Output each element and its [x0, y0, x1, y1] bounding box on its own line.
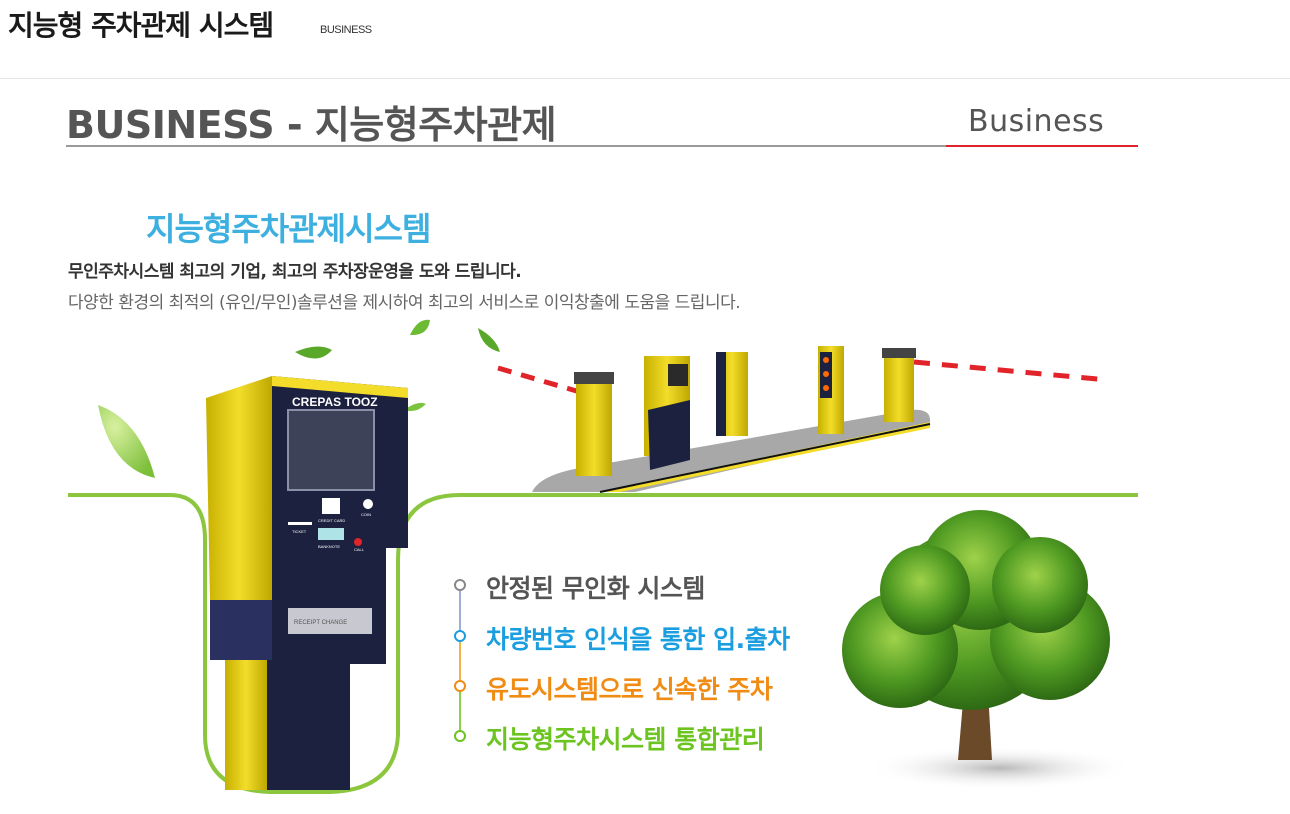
feature-item: 지능형주차시스템 통합관리 — [486, 725, 765, 754]
timeline-dot-icon — [454, 730, 466, 742]
leaf-icon — [478, 328, 500, 352]
leaf-icon — [404, 402, 426, 412]
system-title: 지능형주차관제시스템 — [146, 210, 431, 248]
page-header: 지능형 주차관제 시스템 BUSINESS — [0, 0, 1290, 79]
system-description-primary: 무인주차시스템 최고의 기업, 최고의 주차장운영을 도와 드립니다. — [68, 262, 522, 282]
page-subtitle: BUSINESS — [320, 24, 372, 36]
leaf-icon — [410, 319, 430, 336]
kiosk-receipt: RECEIPT CHANGE — [294, 620, 347, 626]
kiosk-ticket: TICKET — [292, 529, 307, 534]
banner-tag: Business — [968, 104, 1105, 139]
kiosk-coin: COIN — [361, 512, 371, 517]
kiosk-banknote: BANKNOTE — [318, 544, 340, 549]
title-divider — [66, 145, 946, 147]
feature-timeline — [454, 579, 466, 742]
kiosk-brand: CREPAS TOOZ — [292, 395, 378, 409]
page-title: 지능형 주차관제 시스템 — [8, 9, 274, 42]
feature-item: 안정된 무인화 시스템 — [486, 574, 705, 603]
timeline-dot-icon — [454, 579, 466, 591]
banner-title: BUSINESS - 지능형주차관제 — [66, 103, 557, 147]
timeline-dot-icon — [454, 680, 466, 692]
system-description-secondary: 다양한 환경의 최적의 (유인/무인)솔루션을 제시하여 최고의 서비스로 이익… — [68, 293, 741, 313]
leaf-icon — [98, 405, 155, 478]
feature-item: 유도시스템으로 신속한 주차 — [486, 675, 773, 704]
leaf-icon — [295, 346, 332, 359]
payment-kiosk: CREPAS TOOZ CREDIT CARD COIN TICKET BANK… — [206, 376, 408, 790]
tree-image — [842, 510, 1135, 790]
kiosk-credit-card: CREDIT CARD — [318, 518, 345, 523]
kiosk-call: CALL — [354, 547, 365, 552]
parking-gate-island — [497, 346, 1109, 493]
title-divider-accent — [946, 145, 1138, 147]
timeline-dot-icon — [454, 630, 466, 642]
feature-item: 차량번호 인식을 통한 입.출차 — [486, 625, 790, 654]
